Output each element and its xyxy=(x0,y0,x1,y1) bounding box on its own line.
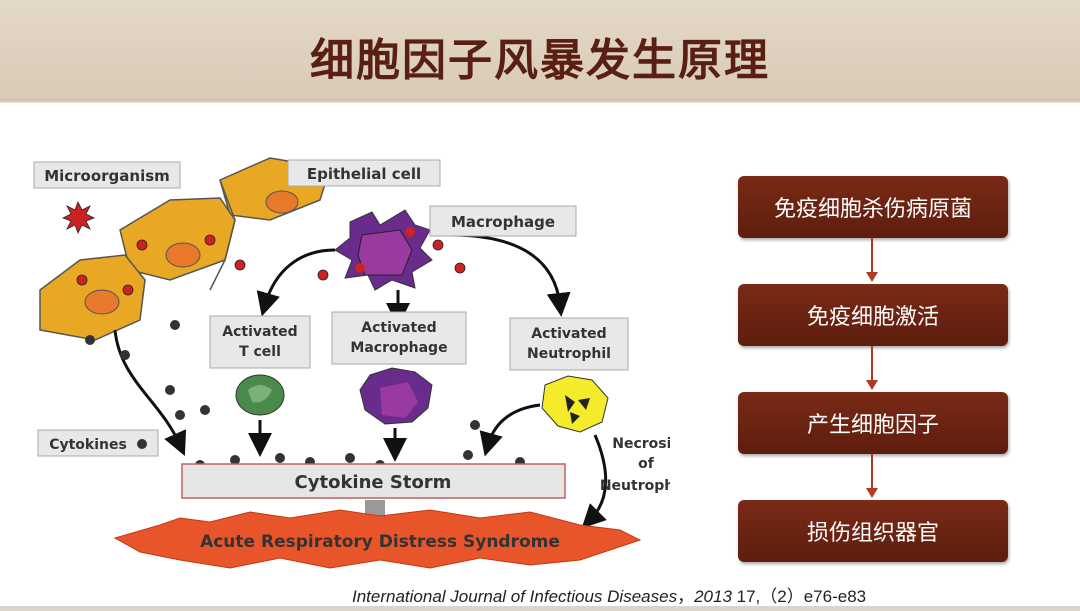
label-activated-tcell-1: Activated xyxy=(222,324,297,340)
label-activated-neutrophil-2: Neutrophil xyxy=(527,346,611,362)
citation-details: 17,（2）e76-e83 xyxy=(736,587,867,606)
flow-arrowhead-3 xyxy=(866,488,878,498)
cytokine-legend-dot xyxy=(137,439,147,449)
cytokine-storm-diagram: Microorganism Epithelial cell Macrophage… xyxy=(33,157,670,569)
flow-connector-3 xyxy=(871,454,873,488)
flow-arrowhead-2 xyxy=(866,380,878,390)
label-activated-tcell-2: T cell xyxy=(239,344,281,360)
ards-burst xyxy=(113,509,642,569)
citation-year: 2013 xyxy=(694,587,732,606)
citation-journal: International Journal of Infectious Dise… xyxy=(352,587,678,606)
label-activated-macrophage-2: Macrophage xyxy=(350,340,447,356)
label-cytokines: Cytokines xyxy=(49,437,127,453)
label-boxes xyxy=(33,159,629,457)
flow-step-2: 免疫细胞激活 xyxy=(738,284,1008,346)
epithelial-cells xyxy=(39,157,331,341)
virus-particles xyxy=(62,201,466,296)
flow-connector-1 xyxy=(871,238,873,272)
page-title: 细胞因子风暴发生原理 xyxy=(310,35,770,86)
label-ards: Acute Respiratory Distress Syndrome xyxy=(200,532,560,552)
label-microorganism: Microorganism xyxy=(44,167,170,185)
label-necrosis-3: Neutrophils xyxy=(600,478,670,494)
label-cytokine-storm: Cytokine Storm xyxy=(295,472,452,493)
label-activated-neutrophil-1: Activated xyxy=(531,326,606,342)
citation-separator: ， xyxy=(677,587,695,606)
citation: International Journal of Infectious Dise… xyxy=(352,582,866,607)
label-epithelial-cell: Epithelial cell xyxy=(307,165,421,183)
flow-connector-2 xyxy=(871,346,873,380)
label-necrosis-2: of xyxy=(638,456,655,472)
activated-neutrophil xyxy=(541,375,609,433)
flow-arrows xyxy=(113,329,608,529)
flow-step-1: 免疫细胞杀伤病原菌 xyxy=(738,176,1008,238)
flow-arrowhead-1 xyxy=(866,272,878,282)
activated-macrophage xyxy=(359,367,433,425)
cytokine-storm-box xyxy=(181,463,566,499)
title-bar: 细胞因子风暴发生原理 xyxy=(0,0,1080,103)
flow-step-4: 损伤组织器官 xyxy=(738,500,1008,562)
label-macrophage: Macrophage xyxy=(451,213,555,231)
macrophage-cell xyxy=(334,209,433,291)
label-necrosis-1: Necrosis xyxy=(612,436,670,452)
bottom-divider xyxy=(0,606,1080,611)
label-activated-macrophage-1: Activated xyxy=(361,320,436,336)
activated-tcell xyxy=(235,374,285,416)
flow-step-3: 产生细胞因子 xyxy=(738,392,1008,454)
